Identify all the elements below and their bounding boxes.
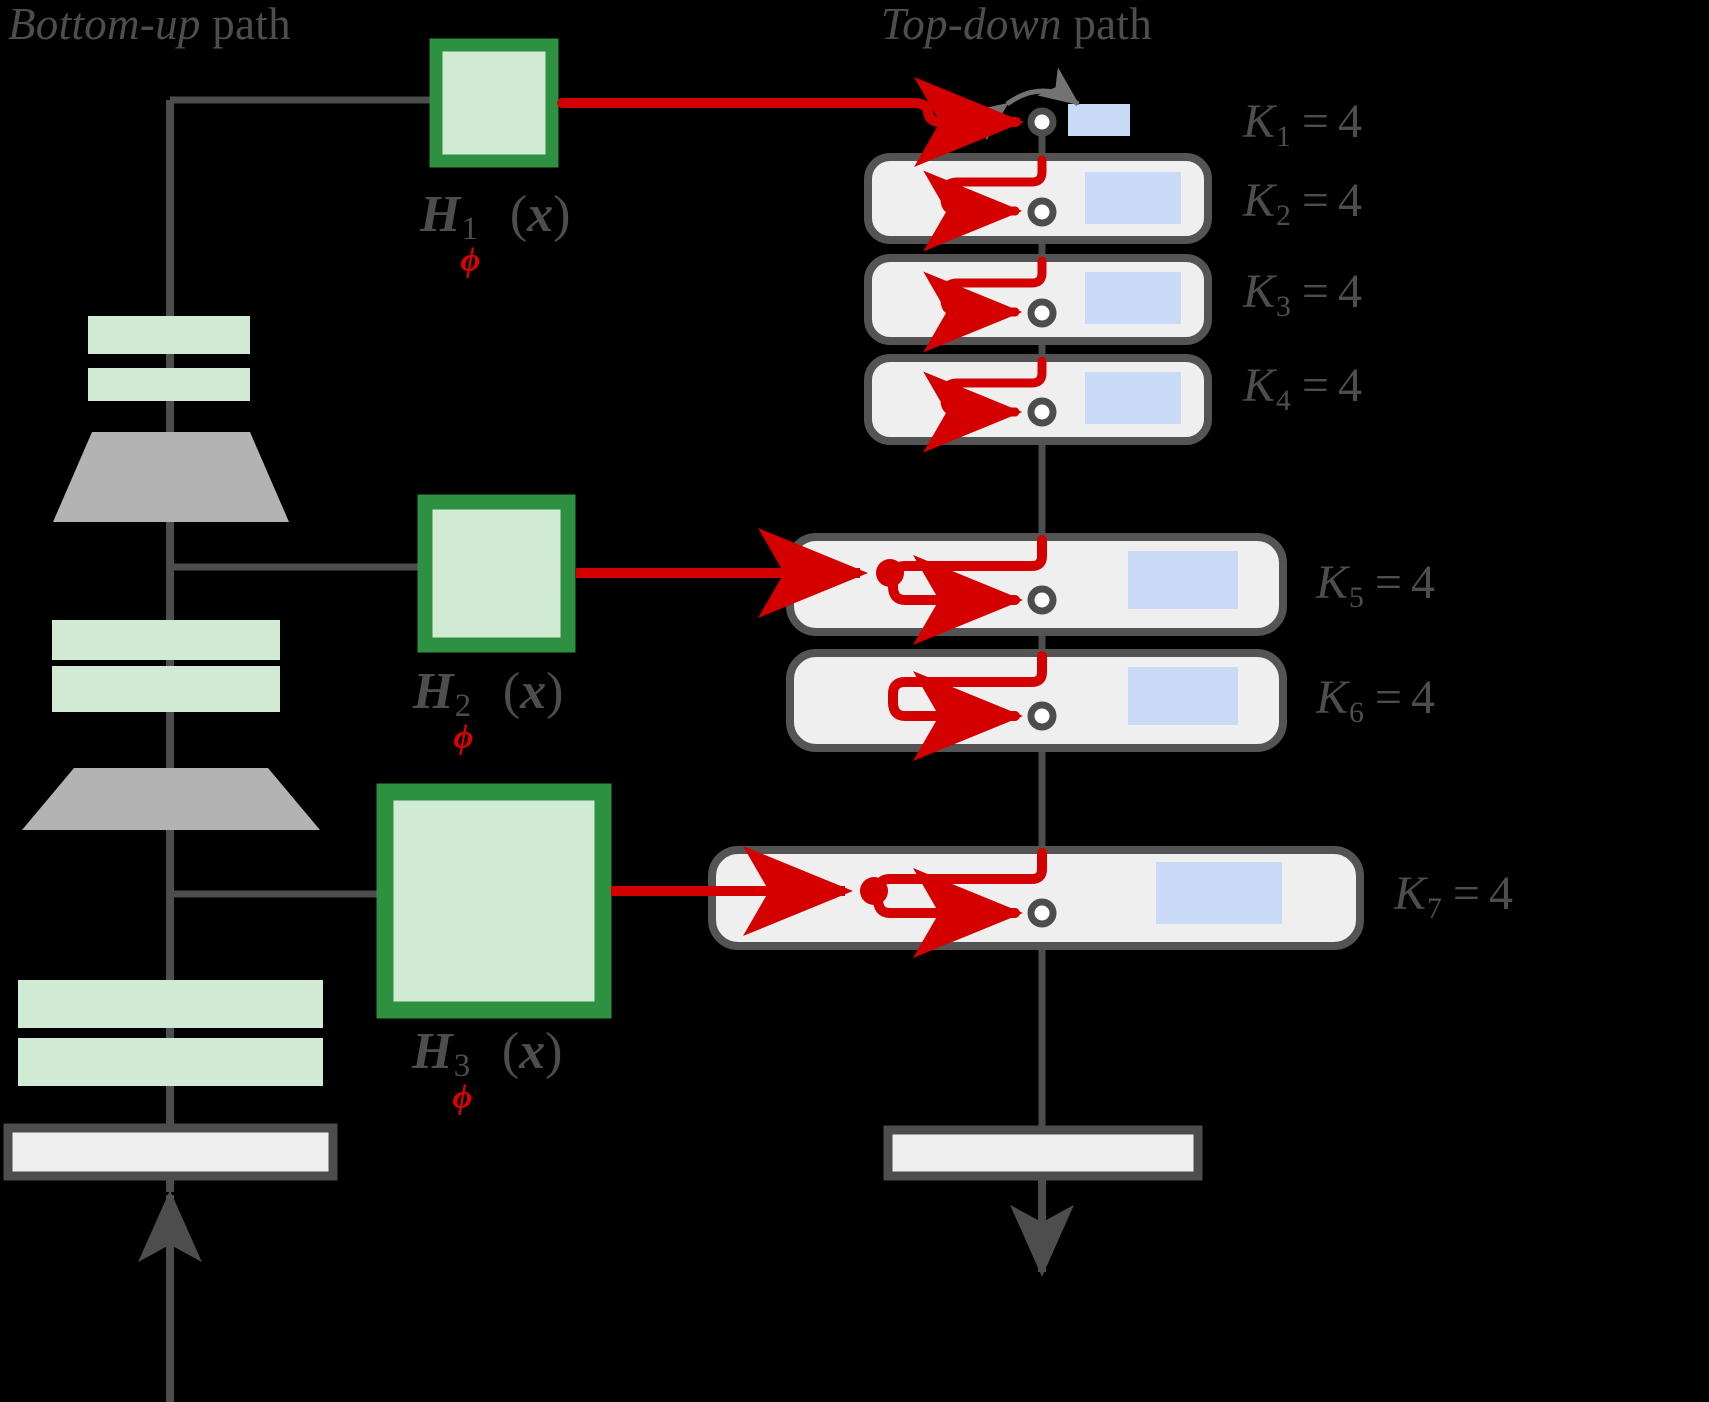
td-row-blue-K2: [1085, 172, 1181, 224]
conv-block-6: [18, 1038, 323, 1086]
downsample-trapezoid-1: [53, 432, 289, 522]
k-label-K6: K6 =4: [1316, 670, 1435, 730]
head-label-3-arg: (x): [501, 1023, 563, 1080]
k-label-K7: K7 =4: [1394, 866, 1513, 926]
k-label-K3-eq: =: [1301, 265, 1329, 318]
k-label-K4-sub: 4: [1276, 383, 1291, 417]
td-red-loop-K2: [923, 155, 1047, 252]
td-row-blue-K4: [1085, 372, 1181, 424]
k-label-K6-value: 4: [1410, 671, 1435, 724]
k-label-K2: K2 =4: [1243, 173, 1362, 233]
downsample-trapezoid-2: [22, 768, 320, 830]
head-label-3-sup: 3: [453, 1047, 471, 1084]
conv-block-3: [52, 620, 280, 660]
td-bidirectional-arc-K1: [965, 67, 1080, 141]
k-label-K4-value: 4: [1337, 359, 1362, 412]
k-label-K2-eq: =: [1301, 174, 1329, 227]
k-label-K6-base: K: [1316, 671, 1349, 724]
conv-block-5: [18, 980, 323, 1028]
top-down-output-block: [883, 1125, 1203, 1181]
title-bottom-up-emph: Bottom-up: [8, 0, 201, 49]
head-box-1[interactable]: [429, 38, 559, 168]
head-box-3[interactable]: [376, 783, 612, 1019]
head-label-1-arg: (x): [509, 186, 571, 243]
title-bottom-up-rest: path: [200, 0, 291, 49]
k-label-K3: K3 =4: [1243, 264, 1362, 324]
bottom-up-path-group: [3, 96, 444, 1402]
td-node-K3: [1027, 298, 1057, 328]
head-label-2-arg: (x): [502, 663, 564, 720]
head-label-3-sub-phi: ϕ: [452, 1078, 473, 1117]
head-label-2-sup: 2: [454, 687, 472, 724]
td-row-blue-K1: [1068, 104, 1130, 136]
head-label-1-sup: 1: [461, 210, 479, 247]
k-label-K1-value: 4: [1337, 95, 1362, 148]
head-label-3-base: H: [412, 1023, 453, 1080]
td-red-loop-K3: [923, 256, 1047, 353]
k-label-K1-eq: =: [1301, 95, 1329, 148]
head-label-2-x: x: [520, 663, 547, 720]
td-split-dot-K5: [876, 559, 904, 587]
k-label-K5: K5 =4: [1316, 555, 1435, 615]
k-label-K4-eq: =: [1301, 359, 1329, 412]
td-node-K6: [1027, 701, 1057, 731]
td-row-blue-K6: [1128, 667, 1238, 725]
k-label-K7-sub: 7: [1427, 891, 1442, 925]
k-label-K2-sub: 2: [1276, 198, 1291, 232]
k-label-K3-sub: 3: [1276, 289, 1291, 323]
prediction-head-group: [376, 38, 612, 1019]
td-node-K1: [1027, 107, 1057, 137]
k-label-K7-value: 4: [1488, 867, 1513, 920]
td-row-blue-K7: [1156, 862, 1282, 924]
k-label-K7-base: K: [1394, 867, 1427, 920]
head-label-2-base: H: [413, 663, 454, 720]
conv-block-1: [88, 316, 250, 354]
k-label-K2-base: K: [1243, 174, 1276, 227]
k-label-K5-eq: =: [1374, 556, 1402, 609]
k-label-K4-base: K: [1243, 359, 1276, 412]
td-red-loop-K6: [888, 651, 1047, 761]
head-label-2-sub-phi: ϕ: [453, 718, 474, 757]
td-node-K7: [1027, 898, 1057, 928]
k-label-K5-sub: 5: [1349, 580, 1364, 614]
title-top-down-rest: path: [1061, 0, 1153, 49]
td-row-blue-K5: [1128, 551, 1238, 609]
td-row-blue-K3: [1085, 272, 1181, 324]
k-label-K1-sub: 1: [1276, 119, 1291, 153]
td-red-loop-K4: [923, 356, 1047, 453]
head-label-3-x: x: [519, 1023, 546, 1080]
k-label-K4: K4=4: [1243, 358, 1362, 418]
k-label-K5-value: 4: [1410, 556, 1435, 609]
head-label-1-sub-phi: ϕ: [460, 241, 481, 280]
title-top-down: Top-down path: [881, 0, 1152, 50]
k-label-K3-value: 4: [1337, 265, 1362, 318]
td-node-K4: [1027, 397, 1057, 427]
head-box-2[interactable]: [417, 494, 576, 653]
k-label-K5-base: K: [1316, 556, 1349, 609]
k-label-K6-eq: =: [1374, 671, 1402, 724]
head-label-1-x: x: [527, 186, 554, 243]
head-label-1-base: H: [420, 186, 461, 243]
conv-block-4: [52, 666, 280, 712]
k-label-K6-sub: 6: [1349, 695, 1364, 729]
k-label-K2-value: 4: [1337, 174, 1362, 227]
td-split-dot-K7: [860, 877, 888, 905]
k-label-K7-eq: =: [1452, 867, 1480, 920]
title-bottom-up: Bottom-up path: [8, 0, 291, 50]
k-label-K1-base: K: [1243, 95, 1276, 148]
k-label-K1: K1 =4: [1243, 94, 1362, 154]
bottom-up-input-block: [3, 1123, 338, 1181]
td-node-K2: [1027, 197, 1057, 227]
k-label-K3-base: K: [1243, 265, 1276, 318]
td-node-K5: [1027, 585, 1057, 615]
td-red-inject-K1: [557, 77, 1025, 167]
title-top-down-emph: Top-down: [881, 0, 1062, 49]
top-down-path-group: [557, 67, 1364, 1277]
conv-block-2: [88, 368, 250, 401]
